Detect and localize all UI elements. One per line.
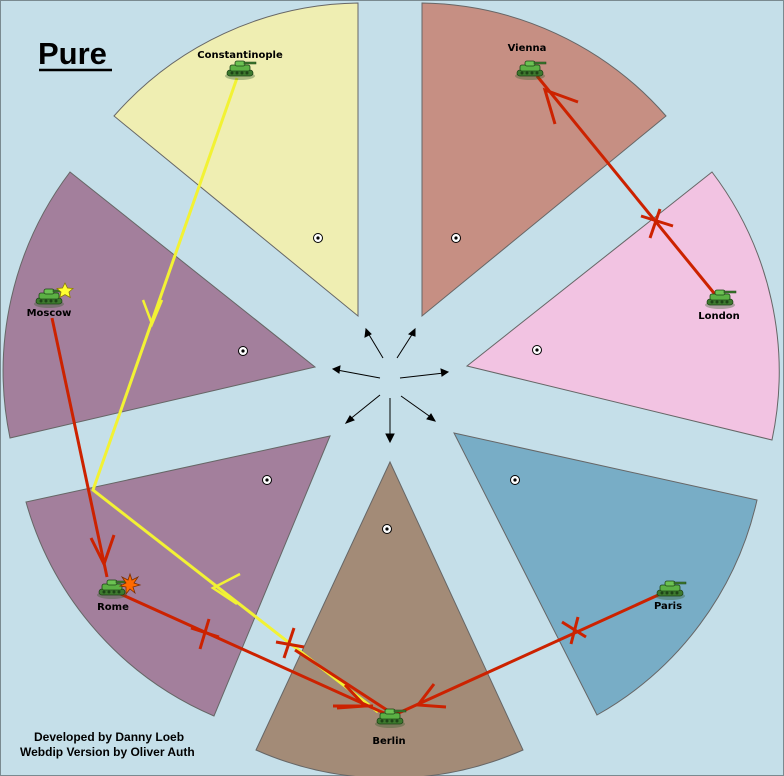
province-london[interactable] xyxy=(465,171,780,441)
supply-center-constantinople xyxy=(313,233,323,243)
move-order-moscow-rome xyxy=(50,317,116,578)
support-order-constantinople xyxy=(91,77,379,714)
supply-center-vienna xyxy=(451,233,461,243)
move-order-berlin-rome xyxy=(275,627,391,714)
label-london: London xyxy=(698,311,740,322)
supply-center-rome xyxy=(262,475,272,485)
province-rome[interactable] xyxy=(25,435,331,717)
label-berlin: Berlin xyxy=(372,736,405,747)
province-paris[interactable] xyxy=(453,432,758,716)
map-title: Pure xyxy=(38,36,107,71)
province-vienna[interactable] xyxy=(421,2,667,318)
supply-center-berlin xyxy=(382,524,392,534)
label-moscow: Moscow xyxy=(27,308,72,319)
center-compass-arrows xyxy=(331,327,450,444)
label-paris: Paris xyxy=(654,601,682,612)
label-vienna: Vienna xyxy=(508,43,547,54)
move-order-london-vienna xyxy=(535,75,720,299)
label-rome: Rome xyxy=(97,602,129,613)
province-constantinople[interactable] xyxy=(113,2,359,318)
supply-center-paris xyxy=(510,475,520,485)
move-order-paris-berlin xyxy=(391,589,668,718)
label-constantinople: Constantinople xyxy=(197,50,283,61)
credit-webdip: Webdip Version by Oliver Auth xyxy=(20,745,195,759)
star-marker-icon xyxy=(56,282,74,299)
dislodged-marker-icon xyxy=(118,572,142,596)
credit-developer: Developed by Danny Loeb xyxy=(34,730,184,744)
supply-center-moscow xyxy=(238,346,248,356)
province-berlin[interactable] xyxy=(255,460,524,776)
supply-center-london xyxy=(532,345,542,355)
